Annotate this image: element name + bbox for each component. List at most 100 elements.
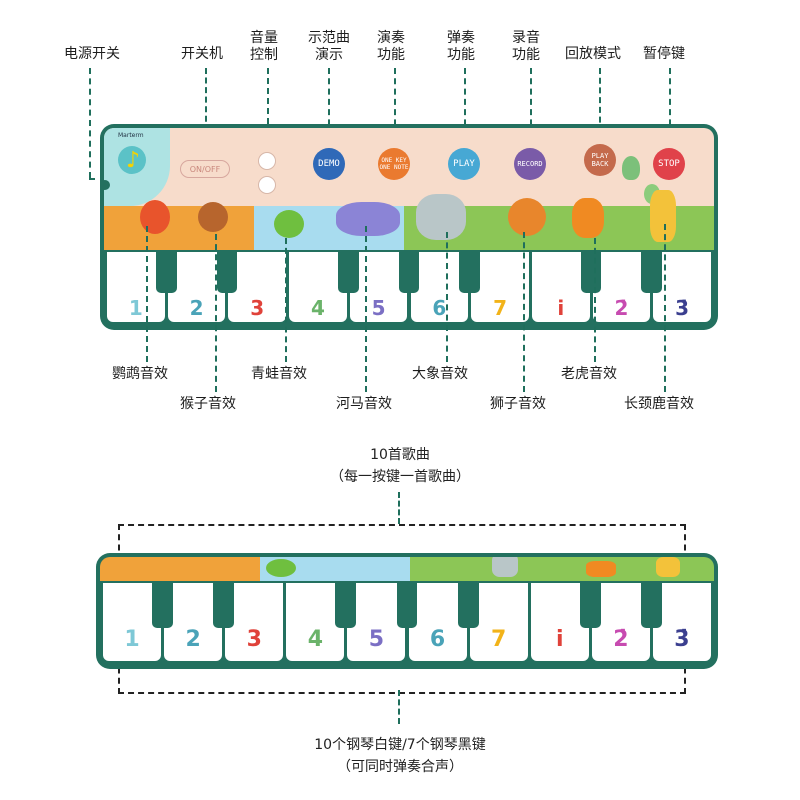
white-key[interactable] xyxy=(592,252,651,322)
key-number: 4 xyxy=(307,627,323,652)
black-key[interactable] xyxy=(459,252,481,293)
label-pause: 暂停键 xyxy=(643,46,685,62)
frog-icon[interactable] xyxy=(274,210,304,238)
white-key[interactable] xyxy=(225,583,284,661)
key-number: 1 xyxy=(128,296,143,320)
leader-line xyxy=(594,238,596,362)
hippo-icon[interactable] xyxy=(336,202,400,236)
leader-line xyxy=(285,238,287,362)
leader-line xyxy=(215,234,217,392)
white-key[interactable] xyxy=(347,583,406,661)
leader-line xyxy=(267,68,269,154)
leader-line xyxy=(394,68,396,146)
black-key[interactable] xyxy=(213,583,235,629)
leader-line xyxy=(599,68,601,142)
tree-icon xyxy=(622,156,640,180)
playback-button[interactable]: PLAY BACK xyxy=(584,144,616,176)
brand-logo: Marterm xyxy=(118,132,144,139)
tiger-icon[interactable] xyxy=(572,198,604,238)
parrot-icon[interactable] xyxy=(140,200,170,234)
label-demo: 示范曲 演示 xyxy=(308,30,350,63)
label-perform: 演奏 功能 xyxy=(377,30,405,63)
key-number: 2̇ xyxy=(614,296,629,320)
demo-button[interactable]: DEMO xyxy=(313,148,345,180)
leader-line xyxy=(328,68,330,146)
record-button[interactable]: RECORD xyxy=(514,148,546,180)
white-key[interactable] xyxy=(469,583,528,661)
leader-line xyxy=(669,68,671,146)
key-number: 1 xyxy=(124,627,140,652)
black-key[interactable] xyxy=(398,252,420,293)
white-key[interactable] xyxy=(531,252,590,322)
monkey-icon[interactable] xyxy=(198,202,228,232)
key-number: 6 xyxy=(429,627,446,652)
white-key[interactable] xyxy=(653,252,711,322)
black-key[interactable] xyxy=(152,583,174,629)
black-key[interactable] xyxy=(579,583,601,629)
label-play: 弹奏 功能 xyxy=(447,30,475,63)
keys-caption: 10个钢琴白键/7个钢琴黑键 （可同时弹奏合声） xyxy=(314,737,486,775)
white-key[interactable] xyxy=(471,252,529,322)
white-key[interactable] xyxy=(591,583,650,661)
volume-up-button[interactable] xyxy=(258,152,276,170)
label-tiger: 老虎音效 xyxy=(561,366,617,382)
label-volume: 音量 控制 xyxy=(250,30,278,63)
music-note-icon: ♪ xyxy=(126,148,141,173)
label-on-off: 开关机 xyxy=(181,46,223,62)
label-elephant: 大象音效 xyxy=(412,366,468,382)
white-key[interactable] xyxy=(410,252,469,322)
key-number: 3̇ xyxy=(675,296,690,320)
white-key[interactable] xyxy=(349,252,408,322)
volume-down-button[interactable] xyxy=(258,176,276,194)
key-number: 3 xyxy=(250,296,265,320)
white-key[interactable] xyxy=(286,583,345,661)
white-key[interactable] xyxy=(164,583,223,661)
white-key[interactable] xyxy=(228,252,287,322)
leader-line xyxy=(146,226,148,362)
key-number: i xyxy=(555,627,564,652)
black-key[interactable] xyxy=(640,583,662,629)
key-number: 2 xyxy=(189,296,204,320)
key-number: 4 xyxy=(310,296,325,320)
black-key[interactable] xyxy=(396,583,418,629)
on-off-button[interactable]: ON/OFF xyxy=(180,160,230,178)
label-power-switch: 电源开关 xyxy=(64,46,120,62)
label-lion: 狮子音效 xyxy=(490,396,546,412)
black-key[interactable] xyxy=(457,583,479,629)
one-key-button[interactable]: ONE KEY ONE NOTE xyxy=(378,148,410,180)
power-switch[interactable] xyxy=(104,180,110,190)
white-key[interactable] xyxy=(289,252,347,322)
white-key[interactable] xyxy=(107,252,165,322)
giraffe-icon[interactable] xyxy=(650,190,676,242)
label-giraffe: 长颈鹿音效 xyxy=(624,396,694,412)
elephant-icon[interactable] xyxy=(416,194,466,240)
label-frog: 青蛙音效 xyxy=(251,366,307,382)
leader-line xyxy=(464,68,466,146)
songs-caption: 10首歌曲 （每一按键一首歌曲） xyxy=(330,447,470,485)
black-key[interactable] xyxy=(155,252,177,293)
white-key[interactable] xyxy=(103,583,162,661)
black-key[interactable] xyxy=(337,252,359,293)
black-key[interactable] xyxy=(216,252,238,293)
lion-icon[interactable] xyxy=(508,198,546,236)
label-parrot: 鹦鹉音效 xyxy=(112,366,168,382)
black-key[interactable] xyxy=(335,583,357,629)
key-number: 6 xyxy=(432,296,447,320)
piano-mat-top: ♪ Marterm ON/OFF DEMO ONE KEY ONE NOTE P… xyxy=(100,124,718,330)
black-key[interactable] xyxy=(641,252,663,293)
leader-line xyxy=(89,68,91,178)
black-key[interactable] xyxy=(580,252,602,293)
white-key[interactable] xyxy=(530,583,589,661)
label-monkey: 猴子音效 xyxy=(180,396,236,412)
key-number: 7 xyxy=(493,296,507,320)
white-key[interactable] xyxy=(408,583,467,661)
key-number: 2̇ xyxy=(613,627,629,652)
stop-button[interactable]: STOP xyxy=(653,148,685,180)
leader-line xyxy=(365,226,367,392)
key-number: 5 xyxy=(368,627,385,652)
white-key[interactable] xyxy=(652,583,711,661)
leader-line xyxy=(398,690,400,724)
play-button[interactable]: PLAY xyxy=(448,148,480,180)
